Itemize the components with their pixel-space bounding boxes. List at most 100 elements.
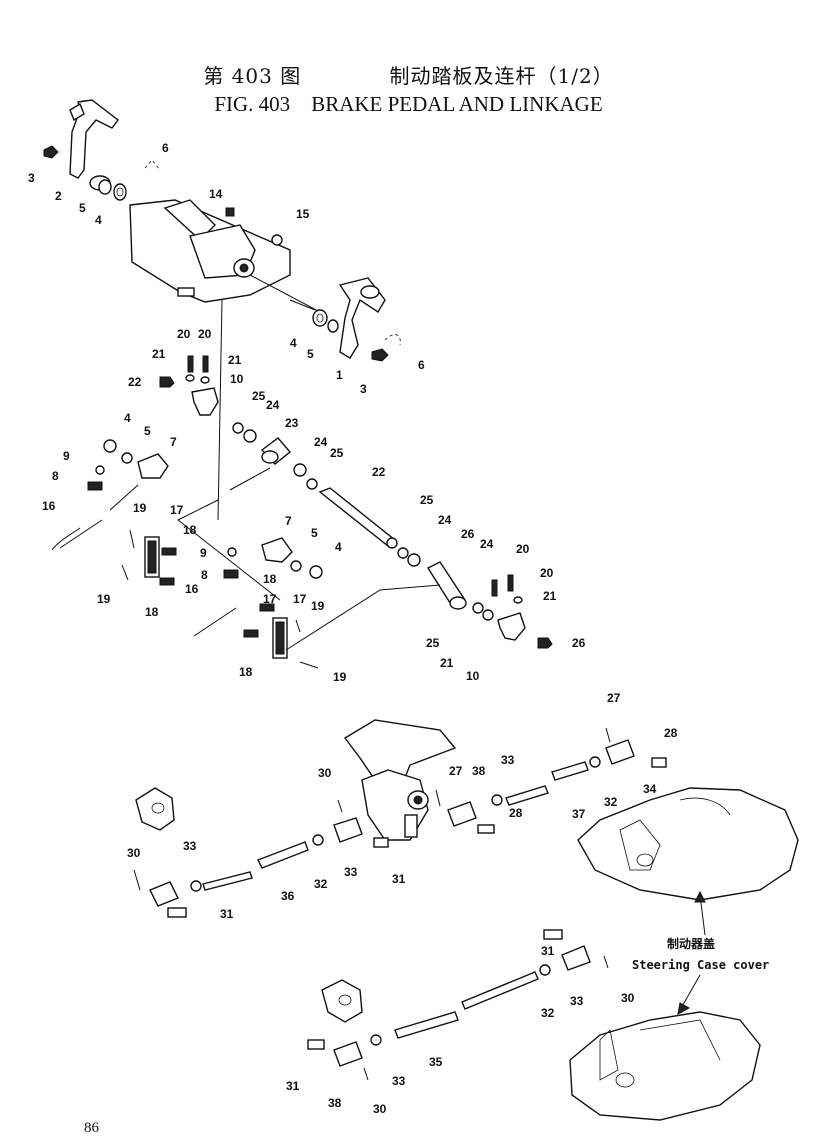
figure-title-chinese: 第 403 图 制动踏板及连杆（1/2） [0, 60, 817, 89]
bushing-5-middle [290, 560, 302, 572]
callout: 31 [541, 944, 555, 958]
callout: 28 [664, 726, 678, 740]
callout: 30 [373, 1102, 387, 1116]
callout: 20 [540, 566, 554, 580]
rod-end-left [202, 871, 253, 891]
clevis-33-center [333, 817, 363, 843]
lever-7-left [137, 453, 169, 479]
callout: 18 [145, 605, 159, 619]
callout: 8 [201, 568, 208, 582]
pin-18a [161, 547, 177, 556]
callout: 3 [28, 171, 35, 185]
nut-15 [271, 234, 283, 246]
bushing-5-upper [98, 179, 112, 195]
callout: 25 [420, 493, 434, 507]
bushing-5-right [327, 319, 339, 333]
figure-title-zh: 制动踏板及连杆（1/2） [389, 64, 614, 88]
callout: 33 [501, 753, 515, 767]
pin-31-lower-left [307, 1039, 325, 1050]
pin-29-right [651, 757, 667, 768]
callout: 7 [285, 514, 292, 528]
bolt-21b [202, 355, 209, 373]
callout: 18 [239, 665, 253, 679]
clevis-38-left [149, 881, 179, 907]
callout: 17 [293, 592, 307, 606]
rod-37 [551, 761, 589, 781]
annotation-en: Steering Case cover [632, 958, 769, 972]
bolt-14 [225, 207, 235, 217]
callout: 30 [318, 766, 332, 780]
callout: 35 [429, 1055, 443, 1069]
nut-32-lower [539, 964, 551, 976]
callout: 24 [480, 537, 494, 551]
nut-34-left [190, 880, 202, 892]
callout: 33 [183, 839, 197, 853]
callout: 21 [543, 589, 557, 603]
callout: 26 [461, 527, 475, 541]
callout: 24 [438, 513, 452, 527]
callout: 32 [314, 877, 328, 891]
nut-32-right [589, 756, 601, 768]
callout: 28 [509, 806, 523, 820]
brake-pedal-left [69, 99, 119, 191]
pin-31-left [167, 907, 187, 918]
bushing-5-left [121, 452, 133, 464]
callout: 21 [440, 656, 454, 670]
pin-31-lower-right [543, 929, 563, 940]
callout: 4 [124, 411, 131, 425]
bushing-27c [397, 547, 409, 559]
bolt-3-right [371, 348, 389, 362]
figure-title-english: FIG. 403 BRAKE PEDAL AND LINKAGE [0, 92, 817, 117]
nut-34-lower [370, 1034, 382, 1046]
callout: 26 [572, 636, 586, 650]
page-number: 86 [84, 1120, 99, 1136]
pin-18b [159, 577, 175, 586]
cotter-30-center [337, 799, 343, 813]
cotter-19a [129, 529, 135, 549]
callout: 30 [621, 991, 635, 1005]
callout: 19 [311, 599, 325, 613]
cotter-19d [299, 661, 319, 669]
callout: 37 [572, 807, 586, 821]
bushing-4-middle [309, 565, 323, 579]
bolt-3-left [43, 145, 59, 159]
callout: 22 [128, 375, 142, 389]
spring-16-left [51, 519, 103, 551]
rod-36 [257, 841, 309, 869]
callout: 19 [97, 592, 111, 606]
callout: 38 [328, 1096, 342, 1110]
rod-long-lower [461, 971, 539, 1010]
callout: 5 [79, 201, 86, 215]
clevis-33-right [605, 739, 635, 765]
bushing-26d [472, 602, 484, 614]
callout: 20 [177, 327, 191, 341]
pin-29-center [477, 824, 495, 834]
bolt-25-left [159, 376, 175, 388]
callout: 1 [336, 368, 343, 382]
nut-9-middle [227, 547, 237, 557]
callout: 2 [55, 189, 62, 203]
callout: 21 [152, 347, 166, 361]
bolt-21a [187, 355, 194, 373]
callout: 31 [392, 872, 406, 886]
pedal-bracket-plate [129, 199, 291, 303]
annotation-zh: 制动器盖 [667, 936, 715, 951]
callout: 36 [281, 889, 295, 903]
callout: 16 [42, 499, 56, 513]
bolt-21c [491, 579, 498, 597]
nut-9-left [95, 465, 105, 475]
bushing-27b [306, 478, 318, 490]
clevis-17-left [144, 536, 160, 578]
arrow-to-lower-cover [679, 974, 701, 1011]
callout: 17 [170, 503, 184, 517]
cotter-28-center [435, 789, 441, 807]
steering-case-cover-upper [577, 787, 799, 901]
callout: 18 [263, 572, 277, 586]
callout: 22 [372, 465, 386, 479]
pin-6-right [384, 334, 401, 346]
callout: 33 [392, 1074, 406, 1088]
clevis-33-lower [561, 945, 591, 971]
callout: 33 [570, 994, 584, 1008]
